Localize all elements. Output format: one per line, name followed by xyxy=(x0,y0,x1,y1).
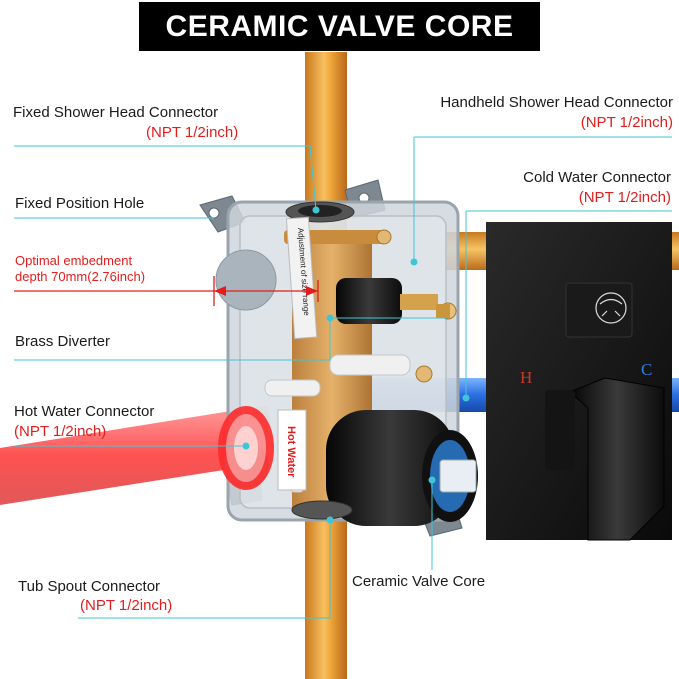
lever-handle xyxy=(569,377,665,541)
ceramic-valve-core-label: Ceramic Valve Core xyxy=(352,573,486,590)
handheld-shower-head-label: Handheld Shower Head Connector xyxy=(440,94,673,111)
diverter-stem-cap xyxy=(336,278,402,324)
cold-mark: C xyxy=(641,360,652,379)
hot-water-connector-spec: (NPT 1/2inch) xyxy=(14,423,107,440)
cold-water-connector-label: Cold Water Connector xyxy=(523,169,671,186)
hot-water-sticker xyxy=(277,409,307,491)
embedment-depth-arrow xyxy=(14,276,319,306)
diverter-symbol-icon xyxy=(595,292,627,324)
leader-lines xyxy=(14,136,672,619)
hot-water-pipe xyxy=(0,405,275,505)
fixed-shower-head-label: Fixed Shower Head Connector xyxy=(13,104,219,121)
hot-water-sticker-text: Hot Water xyxy=(285,426,297,478)
valve-cartridge-cap xyxy=(326,410,454,526)
page-title: CERAMIC VALVE CORE xyxy=(165,9,514,43)
fixed-position-hole-label: Fixed Position Hole xyxy=(15,195,145,212)
hot-water-connector-label: Hot Water Connector xyxy=(14,403,155,420)
hot-mark: H xyxy=(520,368,532,387)
cold-water-connector-spec: (NPT 1/2inch) xyxy=(578,189,671,206)
fixed-position-hole xyxy=(208,207,220,219)
brass-diverter-label: Brass Diverter xyxy=(15,333,111,350)
diverter-knob xyxy=(565,282,633,338)
tub-spout-connector-label: Tub Spout Connector xyxy=(18,578,161,595)
embedment-depth-line2: depth 70mm(2.76inch) xyxy=(15,269,146,284)
fixed-shower-head-spec: (NPT 1/2inch) xyxy=(146,124,239,141)
embedment-depth-line1: Optimal embedment xyxy=(15,253,133,268)
tub-spout-connector-spec: (NPT 1/2inch) xyxy=(80,597,173,614)
handheld-shower-head-spec: (NPT 1/2inch) xyxy=(580,114,673,131)
title-banner: CERAMIC VALVE CORE xyxy=(139,2,540,51)
depth-gauge-strip xyxy=(285,216,318,340)
